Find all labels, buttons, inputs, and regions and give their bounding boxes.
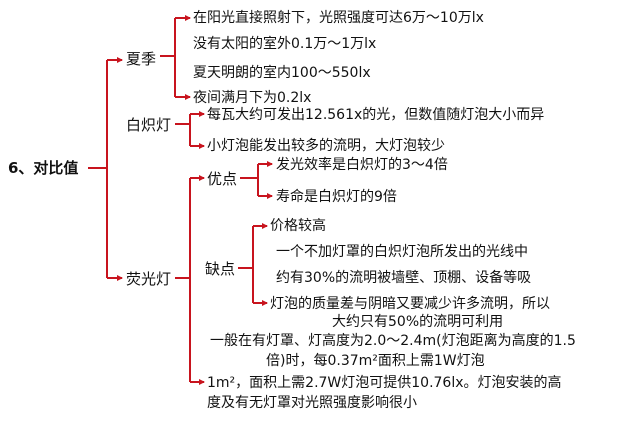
summer-item: 夜间满月下为0.2lx: [193, 90, 312, 106]
disadvantage-item: 价格较高: [270, 218, 326, 234]
advantage-item: 寿命是白炽灯的9倍: [276, 189, 397, 205]
disadvantage-item: 灯泡的质量差与阴暗又要减少许多流明，所以: [270, 296, 550, 312]
fluorescent-note: 倍)时，每0.37m²面积上需1W灯泡: [266, 353, 485, 369]
advantage-item: 发光效率是白炽灯的3～4倍: [276, 157, 448, 173]
advantages-node: 优点: [207, 170, 238, 188]
fluorescent-note: 度及有无灯罩对光照强度影响很小: [207, 395, 417, 411]
summer-node: 夏季: [126, 50, 157, 68]
disadvantage-item: 一个不加灯罩的白炽灯泡所发出的光线中: [276, 244, 528, 260]
incandescent-node: 白炽灯: [126, 116, 172, 134]
disadvantage-item: 约有30%的流明被墙壁、顶棚、设备等吸: [276, 270, 532, 286]
incandescent-item: 每瓦大约可发出12.561x的光，但数值随灯泡大小而异: [207, 107, 545, 123]
fluorescent-node: 荧光灯: [126, 270, 172, 288]
fluorescent-note: 一般在有灯罩、灯高度为2.0～2.4m(灯泡距离为高度的1.5: [210, 333, 576, 349]
summer-item: 夏天明朗的室内100～550lx: [193, 65, 371, 81]
root-node: 6、对比值: [8, 159, 79, 177]
summer-item: 在阳光直接照射下，光照强度可达6万～10万lx: [193, 10, 484, 26]
fluorescent-note: 1m²，面积上需2.7W灯泡可提供10.76lx。灯泡安装的高: [207, 375, 562, 391]
disadvantages-node: 缺点: [205, 260, 236, 278]
incandescent-item: 小灯泡能发出较多的流明，大灯泡较少: [207, 138, 445, 154]
disadvantage-item: 大约只有50%的流明可利用: [332, 314, 504, 330]
summer-item: 没有太阳的室外0.1万～1万lx: [193, 36, 377, 52]
